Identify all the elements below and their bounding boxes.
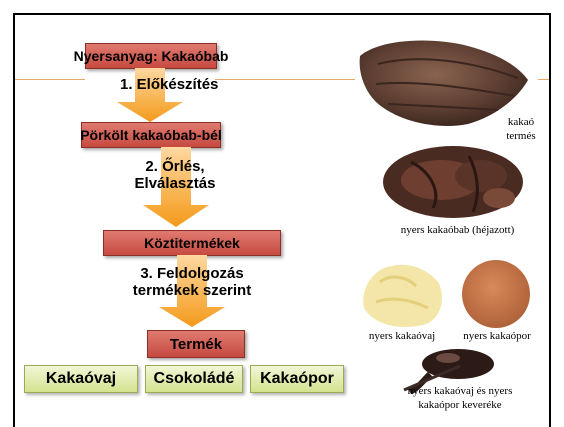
product-cocoa-powder-label: Kakaópor bbox=[260, 370, 334, 388]
step-1-label: 1. Előkészítés bbox=[120, 76, 210, 93]
step-2-label: 2. Őrlés, Elválasztás bbox=[125, 158, 225, 193]
cocoa-mixture-caption: nyers kakaóvaj és nyers kakaópor keverék… bbox=[380, 385, 540, 413]
raw-cocoa-beans-image bbox=[381, 142, 531, 222]
cocoa-pod-caption-line-1: kakaó bbox=[496, 116, 546, 130]
intermediate-products-box: Köztitermékek bbox=[103, 230, 281, 256]
raw-cocoa-beans-caption: nyers kakaóbab (héjazott) bbox=[380, 224, 535, 238]
step-3-line-1: 3. Feldolgozás bbox=[117, 265, 267, 282]
raw-cocoa-butter-image bbox=[356, 258, 448, 332]
slide-frame-right bbox=[549, 13, 551, 427]
intermediate-products-label: Köztitermékek bbox=[144, 235, 240, 251]
roasted-nib-label: Pörkölt kakaóbab-bél bbox=[80, 127, 222, 143]
product-box: Termék bbox=[147, 330, 245, 358]
slide-frame-left bbox=[13, 13, 15, 427]
roasted-nib-box: Pörkölt kakaóbab-bél bbox=[81, 122, 221, 148]
raw-cocoa-powder-caption: nyers kakaópor bbox=[452, 330, 542, 344]
slide-frame-top bbox=[13, 13, 551, 15]
product-cocoa-powder-box: Kakaópor bbox=[250, 365, 344, 393]
divider-line-left bbox=[15, 79, 85, 80]
product-chocolate-box: Csokoládé bbox=[145, 365, 243, 393]
raw-cocoa-powder-image bbox=[458, 256, 534, 332]
divider-line-middle bbox=[215, 79, 355, 80]
step-2-line-2: Elválasztás bbox=[125, 175, 225, 192]
divider-line-right bbox=[538, 79, 549, 80]
raw-material-label: Nyersanyag: Kakaóbab bbox=[74, 48, 229, 64]
cocoa-pod-caption: kakaó termés bbox=[496, 116, 546, 144]
step-2-line-1: 2. Őrlés, bbox=[125, 158, 225, 175]
cocoa-mixture-caption-line-1: nyers kakaóvaj és nyers bbox=[380, 385, 540, 399]
cocoa-mixture-caption-line-2: kakaópor keveréke bbox=[380, 399, 540, 413]
product-chocolate-label: Csokoládé bbox=[154, 370, 235, 388]
product-label: Termék bbox=[170, 336, 222, 353]
step-3-label: 3. Feldolgozás termékek szerint bbox=[117, 265, 267, 300]
product-cocoa-butter-label: Kakaóvaj bbox=[46, 370, 116, 388]
raw-material-box: Nyersanyag: Kakaóbab bbox=[85, 43, 217, 69]
raw-cocoa-butter-caption: nyers kakaóvaj bbox=[356, 330, 448, 344]
step-3-line-2: termékek szerint bbox=[117, 282, 267, 299]
product-cocoa-butter-box: Kakaóvaj bbox=[24, 365, 138, 393]
